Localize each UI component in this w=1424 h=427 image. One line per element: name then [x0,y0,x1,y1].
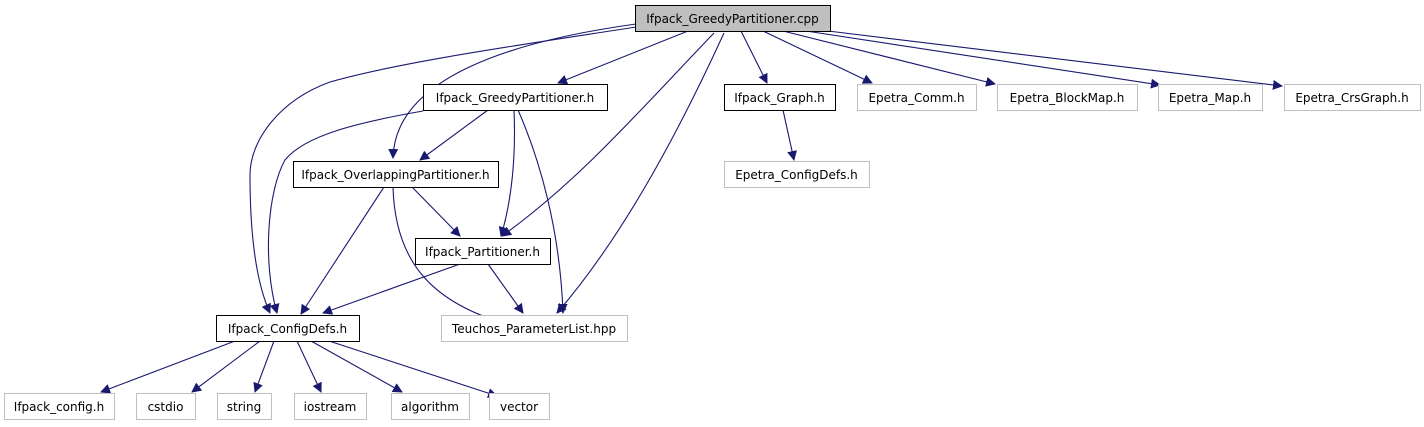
edge-configdefs_h-to-string [253,340,275,393]
node-label: Ifpack_Partitioner.h [425,245,540,259]
node-box [635,5,831,32]
node-vector: vector [489,393,550,420]
edge-root-to-configdefs_h [249,26,637,314]
edge-root-to-epetra_crsgraph [827,30,1283,90]
node-algorithm: algorithm [391,393,470,420]
edge-overlapping_h-to-configdefs_h [300,186,385,315]
edge-configdefs_h-to-algorithm [310,340,403,393]
edge-root-to-epetra_blockmap [782,30,996,87]
node-box [1158,84,1263,111]
edge-greedy_h-to-overlapping_h [419,109,489,161]
node-box [4,393,115,420]
node-label: Ifpack_ConfigDefs.h [228,322,347,336]
node-box [216,315,360,342]
node-box [489,393,550,420]
node-label: algorithm [401,400,459,414]
edge-overlapping_h-to-partitioner_h [411,186,461,237]
node-label: Ifpack_config.h [14,400,104,414]
node-label: cstdio [148,400,184,414]
node-box [997,84,1138,111]
edge-root-to-greedy_h [557,30,689,85]
node-epetra-comm: Epetra_Comm.h [857,84,977,111]
edge-root-to-epetra_comm [762,30,873,84]
node-box [857,84,977,111]
node-box [293,161,499,188]
edge-configdefs_h-to-vector [328,340,498,398]
node-label: string [227,400,261,414]
node-label: Epetra_Comm.h [868,91,964,105]
node-epetra-map: Epetra_Map.h [1158,84,1263,111]
node-epetra-crsgraph: Epetra_CrsGraph.h [1284,84,1421,111]
node-box [294,393,367,420]
node-string: string [217,393,272,420]
edge-configdefs_h-to-iostream [296,340,322,393]
edge-root-to-epetra_map [805,30,1161,89]
edge-partitioner_h-to-configdefs_h [322,263,461,315]
node-label: Ifpack_Graph.h [734,91,825,105]
node-teuchos-pl: Teuchos_ParameterList.hpp [441,315,628,342]
edge-root-to-graph_h [740,30,768,84]
node-epetra-blockmap: Epetra_BlockMap.h [997,84,1138,111]
node-partitioner-h[interactable]: Ifpack_Partitioner.h [415,238,551,265]
node-box [724,161,870,188]
edge-configdefs_h-to-ifpack_config [100,340,236,394]
node-label: Epetra_Map.h [1169,91,1251,105]
edge-greedy_h-to-partitioner_h [498,109,516,237]
edges-layer [100,23,1283,398]
node-box [423,84,608,111]
node-configdefs-h[interactable]: Ifpack_ConfigDefs.h [216,315,360,342]
node-label: vector [500,400,538,414]
node-root[interactable]: Ifpack_GreedyPartitioner.cpp [635,5,831,32]
node-box [441,315,628,342]
node-cstdio: cstdio [136,393,196,420]
node-ifpack-config: Ifpack_config.h [4,393,115,420]
edge-partitioner_h-to-teuchos_pl [487,263,524,314]
nodes-layer: Ifpack_GreedyPartitioner.cppIfpack_Greed… [4,5,1421,420]
edge-greedy_h-to-teuchos_pl [517,109,568,314]
node-label: Epetra_CrsGraph.h [1295,91,1408,105]
edge-configdefs_h-to-cstdio [191,340,261,393]
node-label: Epetra_ConfigDefs.h [735,168,858,182]
edge-greedy_h-to-configdefs_h [267,110,424,314]
node-box [136,393,196,420]
edge-root-to-partitioner_h [501,32,715,237]
node-greedy-h[interactable]: Ifpack_GreedyPartitioner.h [423,84,608,111]
node-label: Ifpack_GreedyPartitioner.cpp [646,12,819,26]
node-label: iostream [304,400,357,414]
edge-root-to-teuchos_pl [556,32,725,314]
node-label: Teuchos_ParameterList.hpp [451,322,616,336]
node-overlapping-h[interactable]: Ifpack_OverlappingPartitioner.h [293,161,499,188]
edge-graph_h-to-epetra_configdefs [782,109,797,161]
node-box [217,393,272,420]
node-label: Epetra_BlockMap.h [1010,91,1125,105]
node-box [415,238,551,265]
node-label: Ifpack_GreedyPartitioner.h [436,91,594,105]
node-epetra-configdefs: Epetra_ConfigDefs.h [724,161,870,188]
node-label: Ifpack_OverlappingPartitioner.h [301,168,489,182]
node-graph-h[interactable]: Ifpack_Graph.h [724,84,836,111]
edge-root-to-overlapping_h [388,23,637,159]
node-box [724,84,836,111]
node-box [391,393,470,420]
node-iostream: iostream [294,393,367,420]
node-box [1284,84,1421,111]
